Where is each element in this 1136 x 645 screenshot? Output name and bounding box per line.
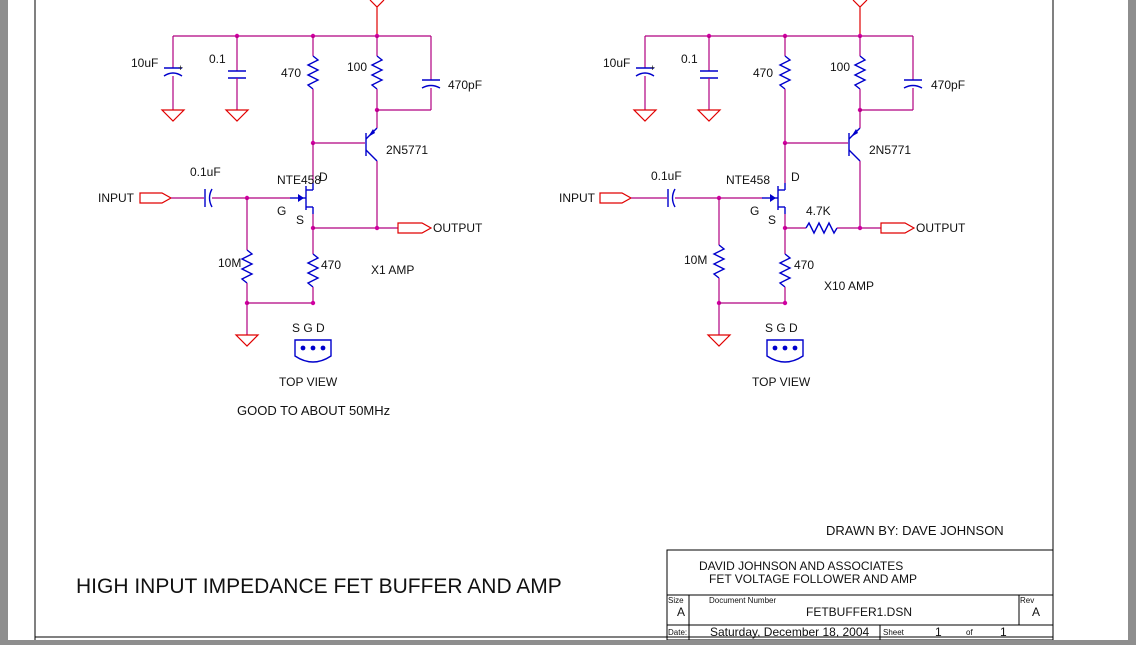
right-gain-label: X10 AMP — [824, 279, 874, 293]
right-r2-label: 100 — [830, 60, 850, 74]
right-r1-label: 470 — [753, 66, 773, 80]
left-c3-label: 470pF — [448, 78, 482, 92]
left-fet-s: S — [296, 213, 304, 227]
rev-label: Rev — [1020, 596, 1034, 605]
left-ground-1 — [160, 109, 186, 122]
left-q1-label: 2N5771 — [386, 143, 428, 157]
date-label: Date: — [668, 628, 687, 637]
right-fet-s: S — [768, 213, 776, 227]
sheets-value: 1 — [1000, 625, 1007, 639]
right-ground-1 — [632, 109, 658, 122]
left-output-label: OUTPUT — [433, 221, 483, 235]
title-company: DAVID JOHNSON AND ASSOCIATES — [699, 559, 903, 573]
sheet-value: 1 — [935, 625, 942, 639]
left-topview-label: TOP VIEW — [279, 375, 338, 389]
right-rseries-label: 4.7K — [806, 204, 831, 218]
right-vcc-symbol — [852, 0, 868, 36]
left-fet-d: D — [319, 170, 328, 184]
svg-text:+: + — [178, 63, 183, 73]
title-subtitle: FET VOLTAGE FOLLOWER AND AMP — [709, 572, 917, 586]
of-label: of — [966, 628, 973, 637]
left-pinout-label: S G D — [292, 321, 325, 335]
right-c3-label: 470pF — [931, 78, 965, 92]
right-ground-3 — [706, 334, 732, 347]
rev-value: A — [1032, 605, 1040, 619]
right-circuit: + 10uF 0.1 470 100 470pF 2N5771 — [559, 0, 966, 389]
left-vcc-symbol — [369, 0, 385, 36]
right-c1-label: 10uF — [603, 56, 630, 70]
right-package-icon — [766, 339, 804, 363]
sheet-label: Sheet — [883, 628, 905, 637]
right-c2-label: 0.1 — [681, 52, 698, 66]
right-fet-d: D — [791, 170, 800, 184]
left-note: GOOD TO ABOUT 50MHz — [237, 403, 390, 418]
right-output-label: OUTPUT — [916, 221, 966, 235]
left-input-port — [139, 192, 173, 204]
right-fet-g: G — [750, 204, 759, 218]
right-q1-label: 2N5771 — [869, 143, 911, 157]
right-fet-label: NTE458 — [726, 173, 770, 187]
size-label: Size — [668, 596, 684, 605]
size-value: A — [677, 605, 685, 619]
left-c2-label: 0.1 — [209, 52, 226, 66]
right-input-port — [599, 192, 633, 204]
docnum-value: FETBUFFER1.DSN — [806, 605, 912, 619]
left-package-icon — [294, 339, 332, 363]
left-r1-label: 470 — [281, 66, 301, 80]
page-title: HIGH INPUT IMPEDANCE FET BUFFER AND AMP — [76, 575, 562, 598]
right-output-port — [880, 222, 916, 234]
schematic-drawing: + 10uF 0.1 470 100 470pF — [34, 0, 1054, 641]
date-value: Saturday, December 18, 2004 — [710, 625, 870, 639]
right-rg-label: 10M — [684, 253, 707, 267]
left-ground-3 — [234, 334, 260, 347]
left-cin-label: 0.1uF — [190, 165, 221, 179]
right-pinout-label: S G D — [765, 321, 798, 335]
title-block: DAVID JOHNSON AND ASSOCIATES FET VOLTAGE… — [666, 549, 1054, 641]
left-fet-label: NTE458 — [277, 173, 321, 187]
schematic-page: + 10uF 0.1 470 100 470pF — [8, 0, 1128, 641]
left-fet-g: G — [277, 204, 286, 218]
left-input-label: INPUT — [98, 191, 135, 205]
drawn-by: DRAWN BY: DAVE JOHNSON — [826, 523, 1004, 538]
docnum-label: Document Number — [709, 596, 776, 605]
right-cin-label: 0.1uF — [651, 169, 682, 183]
left-ground-2 — [224, 109, 250, 122]
left-gain-label: X1 AMP — [371, 263, 414, 277]
left-output-port — [397, 222, 433, 234]
right-ground-2 — [696, 109, 722, 122]
left-rs-label: 470 — [321, 258, 341, 272]
left-circuit: + 10uF 0.1 470 100 470pF — [98, 0, 483, 418]
left-rg-label: 10M — [218, 256, 241, 270]
right-topview-label: TOP VIEW — [752, 375, 811, 389]
right-input-label: INPUT — [559, 191, 596, 205]
right-rs-label: 470 — [794, 258, 814, 272]
left-c1-label: 10uF — [131, 56, 158, 70]
left-r2-label: 100 — [347, 60, 367, 74]
svg-text:+: + — [650, 63, 655, 73]
